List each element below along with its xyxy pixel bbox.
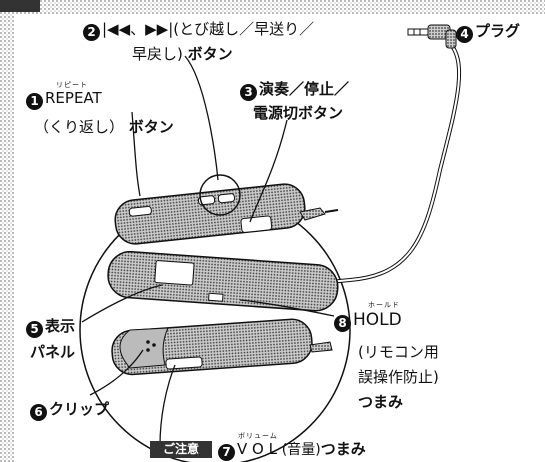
repeat-ruby: リピート — [56, 81, 88, 89]
skip-highlight-circle — [199, 174, 241, 216]
play-stop-label-line2: 電源切ボタン — [253, 104, 344, 122]
hold-label-line4: つまみ — [358, 393, 404, 411]
remote-bottom — [111, 318, 333, 376]
hold-ruby: ホールド — [368, 301, 400, 309]
repeat-label-line2: （くり返し） ボタン — [34, 118, 174, 136]
note-badge: ご注意 — [150, 441, 212, 458]
number-badge: 2 — [83, 24, 100, 41]
remote-top — [114, 183, 326, 245]
hold-label-line2: (リモコン用 — [358, 343, 439, 361]
display-panel-label-line2: パネル — [30, 343, 76, 361]
plug-icon — [407, 24, 457, 49]
hold-label-line3: 誤操作防止) — [358, 368, 439, 386]
remote-middle — [107, 250, 339, 312]
skip-label-line2: 早戻し) ボタン — [132, 45, 233, 63]
skip-label: 2|◀◀、▶▶|(とび越し／早送り／ — [83, 20, 314, 41]
header-tab — [0, 0, 40, 12]
vol-ruby: ボリューム — [238, 432, 278, 440]
leader-lines — [81, 55, 335, 446]
